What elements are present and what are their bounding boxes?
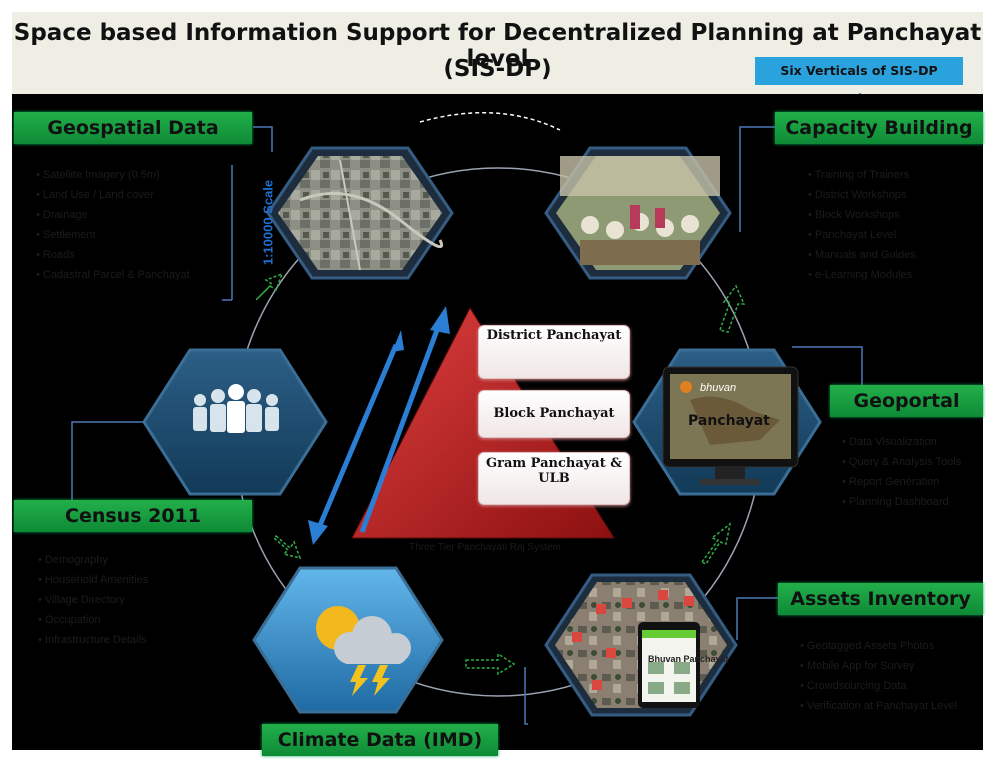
pyramid-caption: Three Tier Panchayati Raj System xyxy=(409,542,561,553)
lightning-icon xyxy=(350,665,368,696)
label-capacity-building: Capacity Building xyxy=(775,112,983,144)
list-item: Settlement xyxy=(36,225,190,245)
flow-arrow-4 xyxy=(700,522,732,565)
list-item: Crowdsourcing Data xyxy=(800,676,957,696)
list-item: Satellite Imagery (0.5m) xyxy=(36,165,190,185)
flow-arrow-5 xyxy=(719,284,746,333)
list-item: e-Learning Modules xyxy=(808,265,916,285)
page-subtitle: (SIS-DP) xyxy=(443,56,552,82)
tier-gram-panchayat: Gram Panchayat & ULB xyxy=(478,452,630,505)
list-item: Block Workshops xyxy=(808,205,916,225)
connector-census xyxy=(71,421,150,500)
phone-app-title: Bhuvan Panchayat xyxy=(648,654,729,664)
down-arrow-tail xyxy=(392,330,404,352)
list-item: Training of Trainers xyxy=(808,165,916,185)
label-geospatial-data: Geospatial Data xyxy=(14,112,252,144)
list-item: Drainage xyxy=(36,205,190,225)
label-geoportal: Geoportal xyxy=(830,385,983,417)
flow-arrow-2 xyxy=(272,534,302,560)
connector-climate xyxy=(524,667,528,725)
list-item: Household Amenities xyxy=(38,570,148,590)
list-item: Occupation xyxy=(38,610,148,630)
people-icon xyxy=(193,384,279,433)
connector-assets xyxy=(736,597,778,640)
up-arrow-shaft xyxy=(359,321,443,533)
list-item: District Workshops xyxy=(808,185,916,205)
climate-hexagon xyxy=(252,566,444,714)
tier-block-panchayat: Block Panchayat xyxy=(478,390,630,438)
connector-geospatial xyxy=(253,126,273,152)
list-item: Report Generation xyxy=(842,472,961,492)
census-hexagon xyxy=(142,348,328,496)
list-item: Mobile App for Survey xyxy=(800,656,957,676)
assets-list: Geotagged Assets Photos Mobile App for S… xyxy=(800,636,957,716)
census-list: Demography Household Amenities Village D… xyxy=(38,550,148,650)
label-census: Census 2011 xyxy=(14,500,252,532)
tier-district-panchayat: District Panchayat xyxy=(478,325,630,379)
bhuvan-logo-text: bhuvan xyxy=(700,382,737,394)
connector-capacity xyxy=(739,126,780,232)
portal-screen-text: Panchayat xyxy=(688,413,770,429)
list-item: Village Directory xyxy=(38,590,148,610)
top-arc xyxy=(419,112,561,131)
storm-cloud-icon xyxy=(334,616,411,664)
list-item: Panchayat Level xyxy=(808,225,916,245)
flow-arrow-1 xyxy=(255,272,284,301)
title-bar: Space based Information Support for Dece… xyxy=(12,12,983,94)
list-item: Demography xyxy=(38,550,148,570)
list-item: Query & Analysis Tools xyxy=(842,452,961,472)
connector-geoportal xyxy=(792,346,863,388)
flow-arrow-3 xyxy=(465,652,516,676)
connector-scale xyxy=(222,165,233,301)
list-item: Cadastral Parcel & Panchayat xyxy=(36,265,190,285)
capacity-hexagon xyxy=(544,146,732,280)
assets-hexagon xyxy=(544,573,738,717)
up-arrow-head xyxy=(430,306,450,334)
list-item: Infrastructure Details xyxy=(38,630,148,650)
page-title: Space based Information Support for Dece… xyxy=(13,20,982,72)
geoportal-list: Data Visualization Query & Analysis Tool… xyxy=(842,432,961,512)
list-item: Roads xyxy=(36,245,190,265)
capacity-list: Training of Trainers District Workshops … xyxy=(808,165,916,285)
list-item: Manuals and Guides xyxy=(808,245,916,265)
scale-label: 1:10000 Scale xyxy=(260,179,276,266)
list-item: Data Visualization xyxy=(842,432,961,452)
list-item: Verification at Panchayat Level xyxy=(800,696,957,716)
geospatial-hexagon xyxy=(266,146,454,280)
list-item: Land Use / Land cover xyxy=(36,185,190,205)
list-item: Planning Dashboard xyxy=(842,492,961,512)
list-item: Geotagged Assets Photos xyxy=(800,636,957,656)
label-assets-inventory: Assets Inventory xyxy=(778,583,983,615)
geospatial-list: Satellite Imagery (0.5m) Land Use / Land… xyxy=(36,165,190,285)
label-climate-data: Climate Data (IMD) xyxy=(262,724,498,756)
down-arrow-head xyxy=(308,520,328,545)
down-arrow-shaft xyxy=(315,344,399,531)
geoportal-hexagon xyxy=(632,348,822,496)
